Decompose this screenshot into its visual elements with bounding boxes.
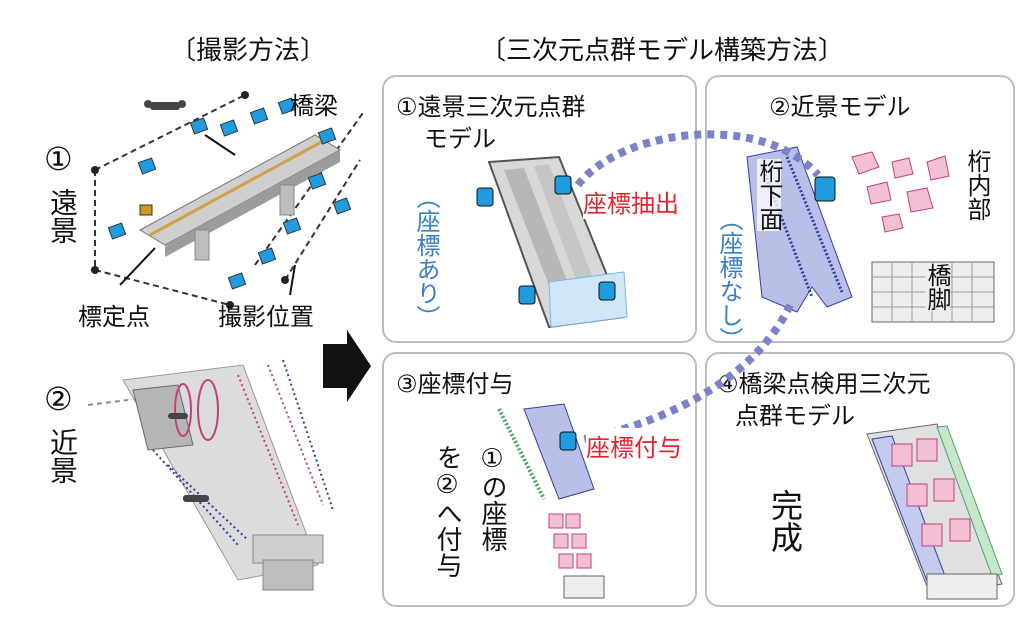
panel1-title-line2: モデル: [424, 125, 496, 153]
panel-close-range-model: ②近景モデル （座標なし） 桁下面 桁内部 橋脚: [705, 75, 1015, 351]
panel3-instruction-col2: ①の座標: [477, 444, 507, 552]
coordinate-assignment-model: [497, 403, 605, 599]
step1-label: 遠景: [46, 188, 79, 244]
panel4-title-line1: ④橋梁点検用三次元: [717, 370, 931, 398]
construction-method-heading: 〔三次元点群モデル構築方法〕: [480, 36, 845, 66]
panel-coordinate-assignment: ③座標付与 を②へ付与 ①の座標: [382, 352, 697, 607]
panel3-title: ③座標付与: [396, 370, 514, 398]
panel3-instruction-col1: を②へ付与: [432, 444, 462, 578]
panel1-title-line1: ①遠景三次元点群: [396, 93, 586, 121]
panel4-title-line2: 点群モデル: [735, 402, 855, 430]
girder-interior-label: 桁内部: [963, 149, 991, 221]
panel2-title: ②近景モデル: [769, 93, 911, 121]
pier-label: 橋脚: [923, 263, 951, 311]
coordinate-extract-label: 座標抽出: [583, 184, 679, 219]
step2-number: ②: [44, 380, 73, 418]
shooting-method-heading: 〔撮影方法〕: [170, 36, 327, 66]
distant-point-cloud-model: [476, 155, 628, 329]
final-point-cloud-model: [866, 423, 1003, 600]
completion-status: 完成: [766, 489, 804, 553]
girder-interior-fragments: [851, 151, 950, 233]
panel-final-model: ④橋梁点検用三次元 点群モデル 完成: [705, 352, 1015, 607]
bridge-label: 橋梁: [290, 92, 338, 120]
panel2-coordinate-note: （座標なし）: [715, 207, 743, 351]
panel-distant-model: ①遠景三次元点群 モデル （座標あり）: [382, 75, 697, 343]
camera-position-label: 撮影位置: [218, 303, 314, 331]
step2-label: 近景: [46, 428, 79, 484]
close-range-illustration: [87, 359, 334, 591]
girder-bottom-label: 桁下面: [755, 159, 783, 231]
right-arrow-icon: [323, 330, 371, 402]
panel1-coordinate-note: （座標あり）: [412, 185, 440, 329]
step1-number: ①: [44, 140, 73, 178]
distant-shooting-illustration: [91, 91, 366, 309]
reference-point-label: 標定点: [78, 303, 150, 331]
coordinate-assign-label: 座標付与: [586, 428, 682, 463]
